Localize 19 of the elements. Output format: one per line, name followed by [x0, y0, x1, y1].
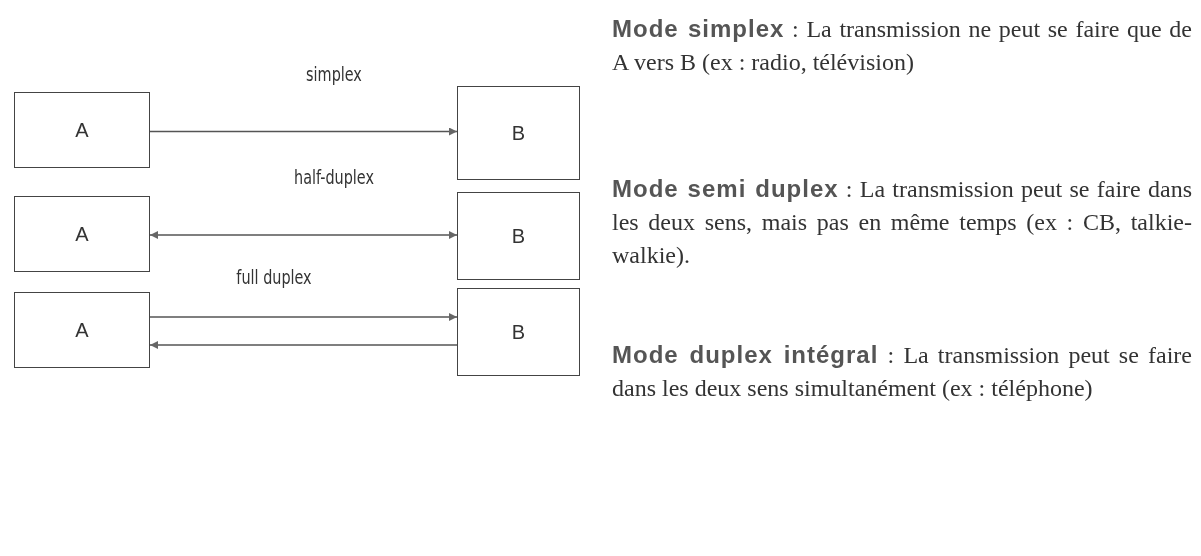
process-box	[14, 92, 150, 168]
process-box	[14, 196, 150, 272]
node-label: A	[75, 118, 89, 142]
arrow	[149, 313, 458, 321]
process-box	[457, 288, 580, 376]
arrow	[149, 231, 458, 239]
node-label: B	[511, 320, 526, 344]
description-paragraph: Mode simplex : La transmission ne peut se faire que de A vers B (ex : radio, télévision)	[612, 14, 1192, 77]
process-box	[14, 292, 150, 368]
node-label: A	[75, 318, 89, 342]
arrow	[149, 127, 458, 136]
process-box	[457, 86, 580, 180]
description-paragraph: Mode duplex intégral : La transmission peut se faire dans les deux sens simultanément (ex : téléphone)	[612, 340, 1192, 403]
node-label: B	[511, 121, 526, 145]
node-label: A	[75, 222, 89, 246]
process-box	[457, 192, 580, 280]
arrow	[149, 341, 458, 349]
description-paragraph: Mode semi duplex : La transmission peut se faire dans les deux sens, mais pas en même temps (ex : CB, talkie-walkie).	[612, 174, 1192, 270]
node-label: B	[511, 224, 526, 248]
